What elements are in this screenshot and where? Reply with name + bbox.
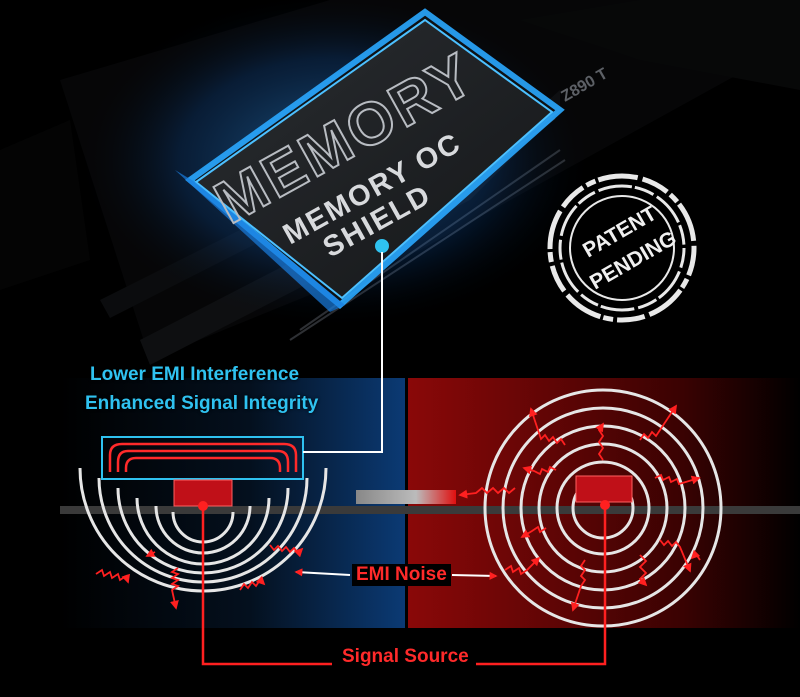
benefit-lower-emi: Lower EMI Interference (90, 364, 300, 385)
pcb-trace-line (60, 506, 800, 514)
signal-source-label: Signal Source (338, 646, 473, 668)
right-signal-source-chip (575, 475, 633, 503)
signal-trace (356, 490, 456, 504)
memory-oc-shield-chip (175, 8, 565, 312)
left-emi-arrows (95, 544, 304, 610)
emi-noise-label: EMI Noise (352, 564, 451, 586)
right-emi-arrows (504, 404, 701, 612)
contained-emi-waves (108, 442, 298, 472)
signal-source-connectors (201, 505, 607, 666)
emi-noise-callout-arrows (294, 568, 498, 580)
benefit-signal-integrity: Enhanced Signal Integrity (85, 393, 319, 414)
trace-noise-arrow (458, 486, 516, 499)
shield-callout-connector (303, 239, 389, 453)
shield-enclosure (101, 436, 304, 480)
patent-pending-stamp (547, 173, 697, 323)
